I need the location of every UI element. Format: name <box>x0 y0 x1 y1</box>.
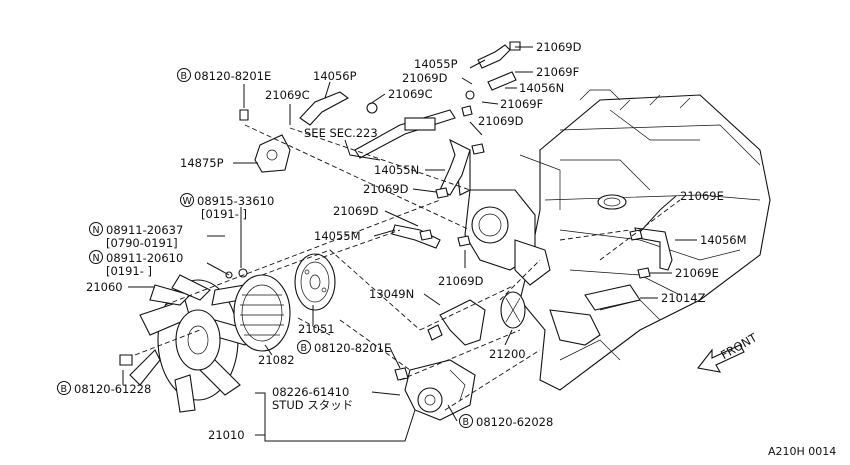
label-21060: 21060 <box>86 280 123 294</box>
pulley <box>294 253 336 311</box>
label-14056N: 14056N <box>519 81 564 95</box>
bolt-symbol-pump: B <box>463 417 470 428</box>
label-21069D-top: 21069D <box>536 40 582 54</box>
label-front: FRONT <box>718 330 760 362</box>
label-14055P: 14055P <box>414 57 458 71</box>
label-21069D-c: 21069D <box>478 114 524 128</box>
washer-symbol: W <box>183 196 193 207</box>
bolt-symbol-fan: B <box>61 384 68 395</box>
label-08120-8201E-top: 08120-8201E <box>194 69 271 83</box>
bolts <box>119 41 651 381</box>
callout-symbols <box>57 68 473 428</box>
water-pump <box>404 359 476 421</box>
bypass-pipe <box>354 90 475 159</box>
label-14055N: 14055N <box>374 163 419 177</box>
label-21010: 21010 <box>208 428 245 442</box>
label-08226-61410: 08226-61410 <box>272 385 349 399</box>
hoses <box>299 44 673 346</box>
label-08120-8201E-mid: 08120-8201E <box>314 341 391 355</box>
label-13049N: 13049N <box>369 287 414 301</box>
dashed-guides <box>134 124 681 411</box>
nut-symbol-b: N <box>93 253 100 264</box>
label-21069D-f: 21069D <box>438 274 484 288</box>
label-21051: 21051 <box>298 322 335 336</box>
label-14055M: 14055M <box>314 229 361 243</box>
label-21069F-b: 21069F <box>500 97 543 111</box>
nut-symbol-a: N <box>93 225 100 236</box>
label-0191-a: [0191- ] <box>201 207 247 221</box>
label-08911-20610: 08911-20610 <box>106 251 183 265</box>
water-inlet <box>254 134 291 173</box>
label-08120-61228: 08120-61228 <box>74 382 151 396</box>
label-08911-20637: 08911-20637 <box>106 223 183 237</box>
fan-coupling <box>225 268 291 352</box>
label-21069C-a: 21069C <box>265 88 310 102</box>
label-21069D-e: 21069D <box>333 204 379 218</box>
cooling-fan <box>129 274 251 413</box>
bolt-symbol-top: B <box>181 71 188 82</box>
leader-lines <box>122 46 697 442</box>
label-14056M: 14056M <box>700 233 747 247</box>
label-0790-0191: [0790-0191] <box>106 236 178 250</box>
thermostat <box>500 291 601 346</box>
label-08915-33610: 08915-33610 <box>197 194 274 208</box>
label-14056P: 14056P <box>313 69 357 83</box>
label-14875P: 14875P <box>180 156 224 170</box>
label-stud: STUD スタッド <box>272 398 353 412</box>
label-21014Z: 21014Z <box>661 291 706 305</box>
label-21069D-d: 21069D <box>363 182 409 196</box>
label-21082: 21082 <box>258 353 295 367</box>
label-21069E-b: 21069E <box>675 266 719 280</box>
label-21069F-a: 21069F <box>536 65 579 79</box>
label-0191-b: [0191- ] <box>106 264 152 278</box>
label-21069D-b: 21069D <box>402 71 448 85</box>
label-08120-62028: 08120-62028 <box>476 415 553 429</box>
label-21069C-b: 21069C <box>388 87 433 101</box>
front-arrow <box>697 344 745 373</box>
label-page-code: A210H 0014 <box>768 445 836 458</box>
label-see-sec-223: SEE SEC.223 <box>304 126 378 140</box>
bolt-symbol-mid: B <box>301 343 308 354</box>
label-21200: 21200 <box>489 347 526 361</box>
label-21069E-a: 21069E <box>680 189 724 203</box>
